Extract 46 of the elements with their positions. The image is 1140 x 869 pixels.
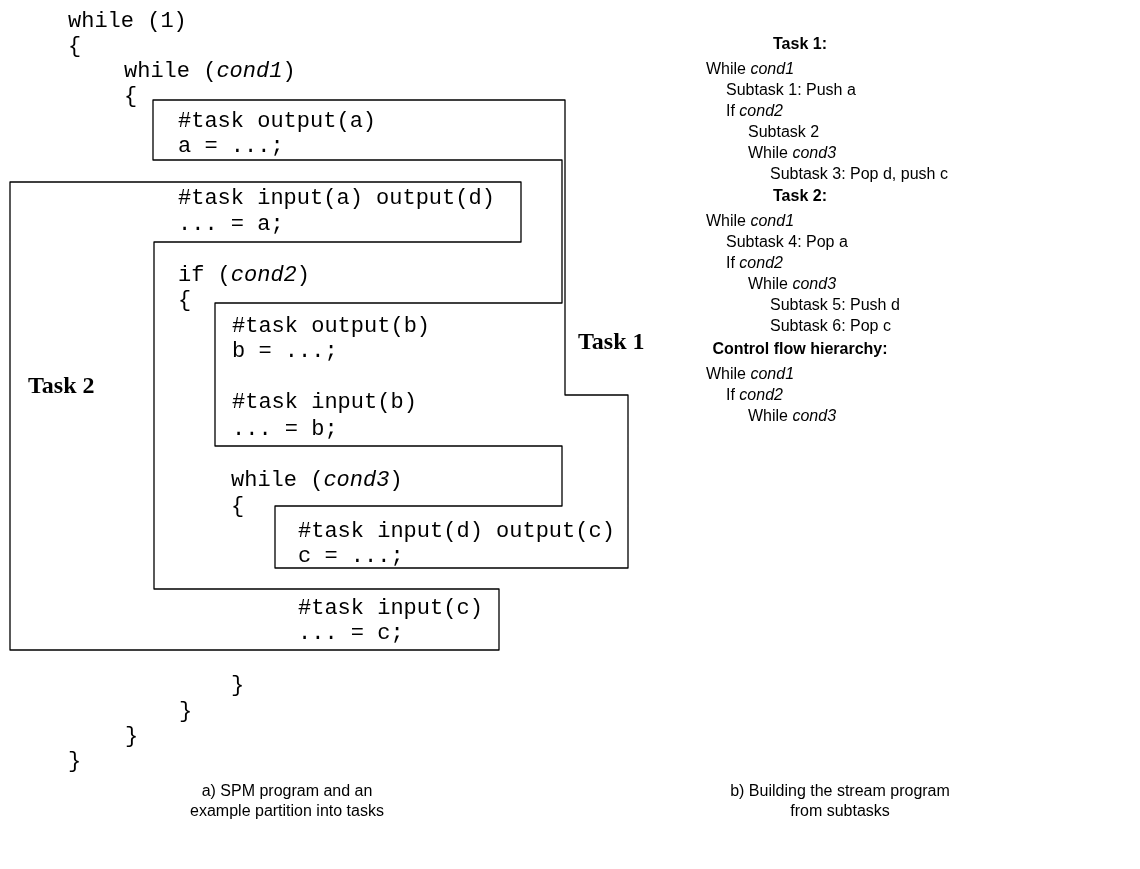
code-line: #task input(a) output(d) (178, 187, 495, 211)
region-label: Task 1 (578, 328, 645, 355)
code-line: while (cond3) (231, 469, 403, 493)
code-line: } (179, 700, 193, 724)
text-line: Subtask 1: Push a (726, 80, 856, 99)
text-line: Subtask 6: Pop c (770, 316, 891, 335)
caption: a) SPM program and an example partition into tasks (189, 781, 385, 821)
text-line: If cond2 (726, 253, 783, 272)
code-line: } (231, 674, 245, 698)
text-line: Subtask 4: Pop a (726, 232, 848, 251)
code-line: { (68, 35, 82, 59)
code-line: } (68, 750, 82, 774)
text-line: Subtask 2 (748, 122, 820, 141)
code-line: #task input(d) output(c) (298, 520, 615, 544)
region-label: Task 2 (28, 372, 95, 399)
text-line: While cond3 (748, 406, 837, 425)
code-line: c = ...; (298, 545, 404, 569)
text-line: While cond1 (706, 59, 795, 78)
code-line: #task input(c) (298, 597, 483, 621)
text-line: Subtask 3: Pop d, push c (770, 164, 948, 183)
heading: Control flow hierarchy: (712, 339, 888, 358)
code-line: ... = b; (232, 418, 338, 442)
heading: Task 2: (773, 186, 827, 205)
text-line: If cond2 (726, 101, 783, 120)
code-line: if (cond2) (178, 264, 311, 288)
text-line: While cond1 (706, 211, 795, 230)
code-line: a = ...; (178, 135, 284, 159)
code-line: while (cond1) (124, 60, 296, 84)
text-line: If cond2 (726, 385, 783, 404)
code-line: { (124, 85, 138, 109)
code-line: #task output(a) (178, 110, 377, 134)
caption: b) Building the stream program from subtasks (729, 781, 951, 821)
code-line: #task input(b) (232, 391, 417, 415)
text-line: Subtask 5: Push d (770, 295, 900, 314)
code-line: b = ...; (232, 340, 338, 364)
code-line: ... = a; (178, 213, 284, 237)
code-line: { (178, 289, 192, 313)
code-line: while (1) (68, 10, 187, 34)
code-line: { (231, 495, 245, 519)
heading: Task 1: (773, 34, 827, 53)
text-line: While cond3 (748, 143, 837, 162)
text-line: While cond3 (748, 274, 837, 293)
code-line: ... = c; (298, 622, 404, 646)
code-line: #task output(b) (232, 315, 431, 339)
text-line: While cond1 (706, 364, 795, 383)
code-line: } (125, 725, 139, 749)
